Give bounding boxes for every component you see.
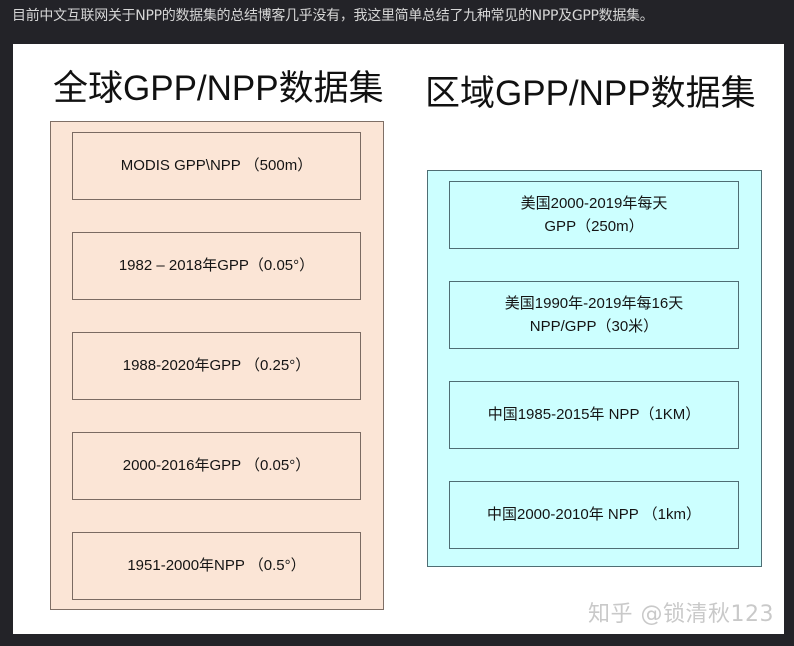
global-datasets-title: 全球GPP/NPP数据集	[53, 69, 384, 108]
global-dataset-item: 2000-2016年GPP （0.05°）	[72, 432, 361, 500]
regional-datasets-title: 区域GPP/NPP数据集	[425, 74, 756, 113]
regional-dataset-item: 中国2000-2010年 NPP （1km）	[449, 481, 739, 549]
zhihu-watermark: 知乎 @锁清秋123	[588, 602, 774, 627]
global-dataset-item: 1982 – 2018年GPP（0.05°）	[72, 232, 361, 300]
global-dataset-item: 1988-2020年GPP （0.25°）	[72, 332, 361, 400]
regional-dataset-item: 美国2000-2019年每天 GPP（250m）	[449, 181, 739, 249]
intro-text: 目前中文互联网关于NPP的数据集的总结博客几乎没有，我这里简单总结了九种常见的N…	[12, 8, 654, 24]
diagram-canvas: 全球GPP/NPP数据集 区域GPP/NPP数据集 MODIS GPP\NPP …	[13, 44, 784, 634]
global-dataset-item: 1951-2000年NPP （0.5°）	[72, 532, 361, 600]
regional-dataset-item: 中国1985-2015年 NPP（1KM）	[449, 381, 739, 449]
regional-datasets-panel: 美国2000-2019年每天 GPP（250m） 美国1990年-2019年每1…	[427, 170, 762, 567]
global-datasets-panel: MODIS GPP\NPP （500m） 1982 – 2018年GPP（0.0…	[50, 121, 384, 610]
global-dataset-item: MODIS GPP\NPP （500m）	[72, 132, 361, 200]
regional-dataset-item: 美国1990年-2019年每16天 NPP/GPP（30米）	[449, 281, 739, 349]
